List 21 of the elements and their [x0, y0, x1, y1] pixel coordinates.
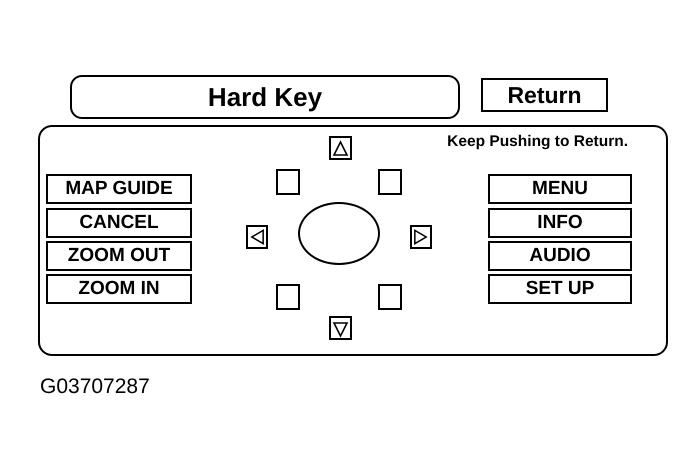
function-button: SET UP [488, 274, 632, 304]
right-arrow-button [410, 225, 432, 249]
instruction-text: Keep Pushing to Return. [447, 133, 628, 151]
function-button: ZOOM IN [46, 274, 192, 304]
return-button: Return [481, 78, 608, 112]
function-button: CANCEL [46, 208, 192, 238]
square-button [276, 169, 300, 195]
square-button [276, 284, 300, 310]
title-banner: Hard Key [70, 75, 460, 119]
function-button: INFO [488, 208, 632, 238]
square-button [378, 169, 402, 195]
square-button [378, 284, 402, 310]
function-button: ZOOM OUT [46, 241, 192, 271]
left-arrow-button [246, 225, 268, 249]
function-button: MENU [488, 174, 632, 204]
control-panel [38, 125, 668, 356]
function-button: MAP GUIDE [46, 174, 192, 204]
down-arrow-button [329, 316, 352, 340]
up-arrow-button [329, 136, 352, 160]
figure-code: G03707287 [40, 375, 150, 399]
function-button: AUDIO [488, 241, 632, 271]
